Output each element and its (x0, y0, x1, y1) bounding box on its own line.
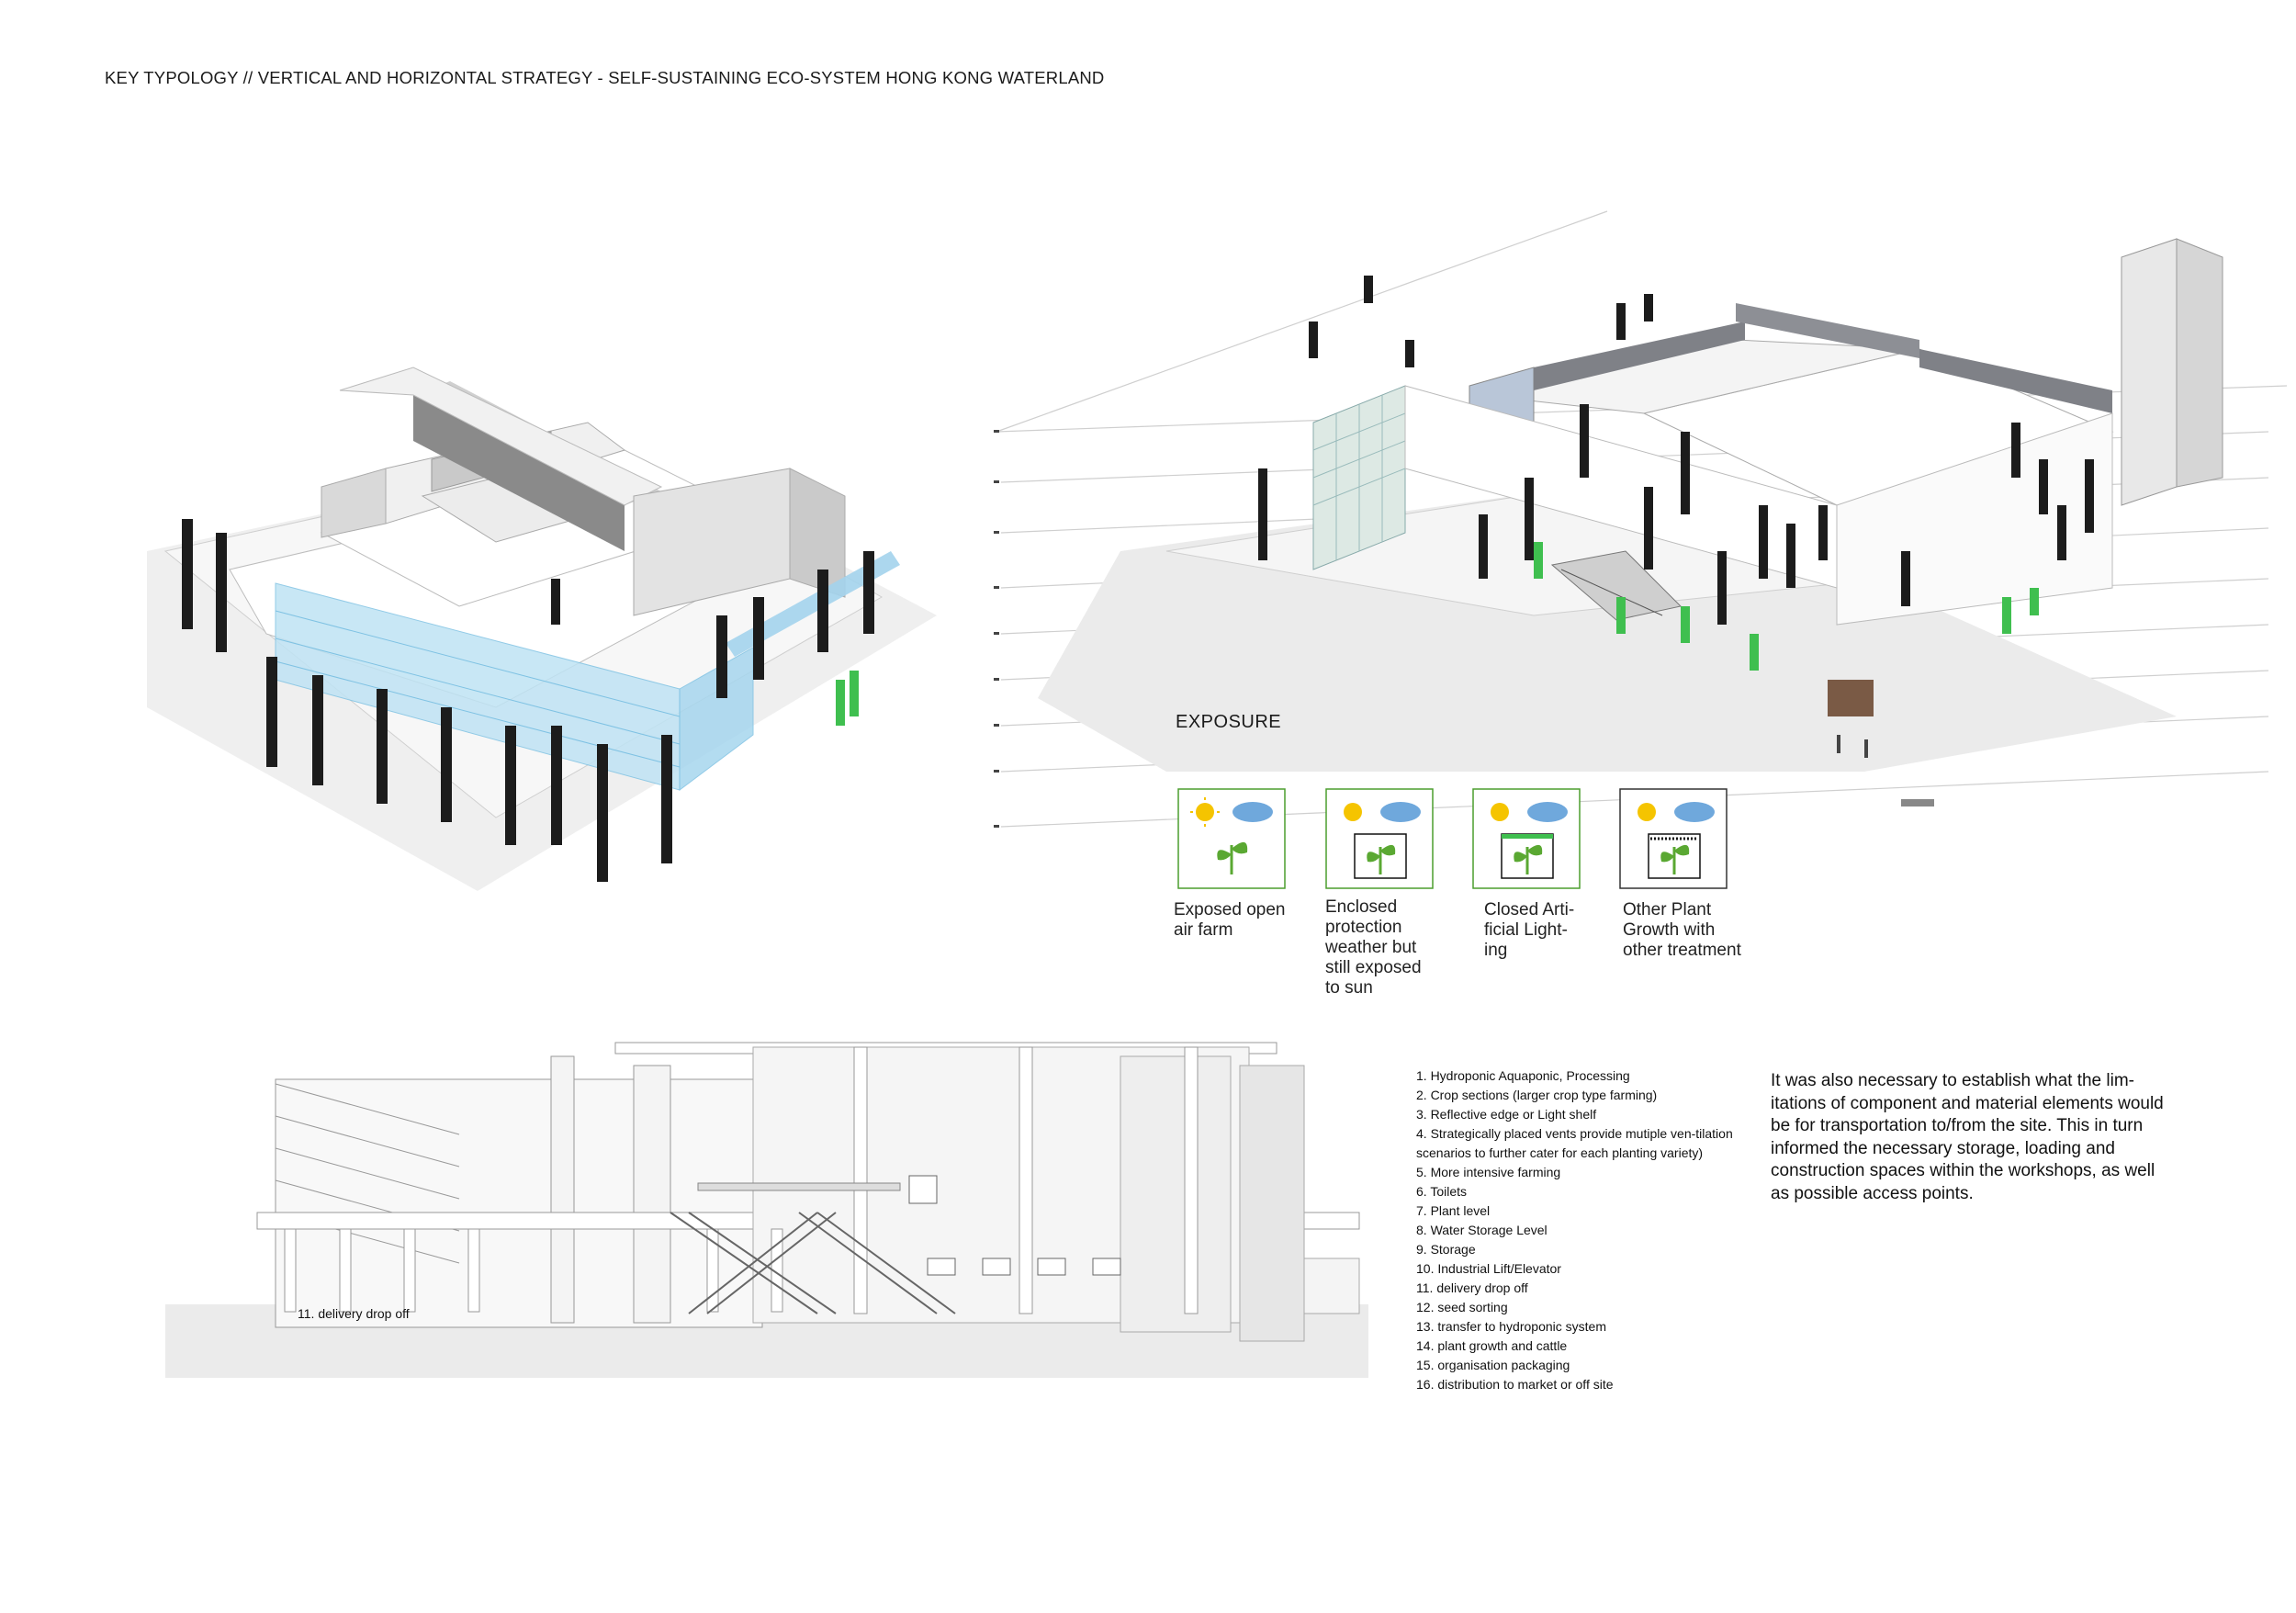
program-legend: 1. Hydroponic Aquaponic, Processing 2. C… (1416, 1066, 1733, 1394)
enclosed-plant-icon (1325, 788, 1434, 889)
legend-item: 11. delivery drop off (1416, 1280, 1528, 1295)
right-axonometric-drawing (994, 210, 2287, 828)
legend-item: 16. distribution to market or off site (1416, 1377, 1614, 1392)
legend-item: 8. Water Storage Level (1416, 1223, 1548, 1237)
legend-item: 12. seed sorting (1416, 1300, 1508, 1314)
exposure-label-enclosed: Enclosed protection weather but still ex… (1325, 897, 1422, 998)
legend-item: 13. transfer to hydroponic system (1416, 1319, 1606, 1334)
legend-item: 2. Crop sections (larger crop type farmi… (1416, 1088, 1658, 1102)
legend-item: 6. Toilets (1416, 1184, 1467, 1199)
exposure-heading: EXPOSURE (1176, 712, 1282, 732)
legend-item: 4. Strategically placed vents provide mu… (1416, 1126, 1733, 1160)
legend-item: 14. plant growth and cattle (1416, 1338, 1568, 1353)
legend-item: 9. Storage (1416, 1242, 1476, 1257)
exposure-label-other-treatment: Other Plant Growth with other treatment (1623, 900, 1741, 960)
page-title: KEY TYPOLOGY // VERTICAL AND HORIZONTAL … (105, 68, 1105, 87)
exposure-label-artificial-light: Closed Arti-ficial Light-ing (1484, 900, 1575, 960)
exposure-label-open-air: Exposed open air farm (1174, 900, 1286, 940)
left-axonometric-drawing (147, 367, 937, 891)
explanatory-note: It was also necessary to establish what … (1771, 1071, 2164, 1203)
artificial-light-plant-icon (1472, 788, 1581, 889)
legend-item: 1. Hydroponic Aquaponic, Processing (1416, 1068, 1630, 1083)
legend-item: 3. Reflective edge or Light shelf (1416, 1107, 1597, 1122)
legend-item: 7. Plant level (1416, 1203, 1491, 1218)
section-drawing (165, 1042, 1368, 1378)
legend-item: 5. More intensive farming (1416, 1165, 1561, 1179)
open-air-plant-icon (1177, 788, 1286, 889)
legend-item: 10. Industrial Lift/Elevator (1416, 1261, 1561, 1276)
legend-item: 15. organisation packaging (1416, 1358, 1570, 1372)
section-label-delivery: 11. delivery drop off (298, 1306, 410, 1321)
treated-plant-icon (1619, 788, 1728, 889)
